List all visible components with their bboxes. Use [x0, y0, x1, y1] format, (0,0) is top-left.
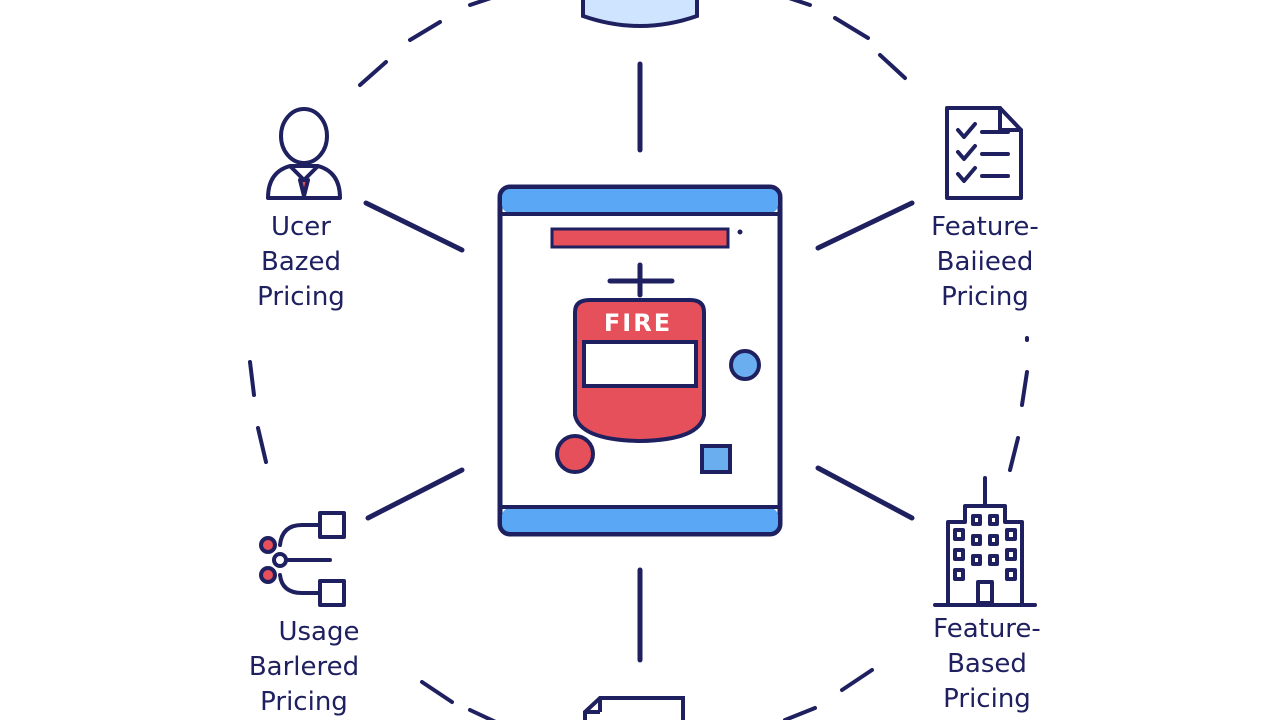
- screen-bottom-bar: [502, 508, 778, 532]
- dashed-ring: [248, 0, 1029, 720]
- screen-top-bar: [502, 189, 778, 213]
- node-label-line: Pricing: [941, 282, 1029, 312]
- node-label-line: Ucer: [270, 212, 331, 242]
- fire-panel-window: [582, 340, 698, 388]
- node-label-line: Feature-: [933, 614, 1041, 644]
- connector-bottom-left: [365, 467, 465, 521]
- checklist-document-icon: [945, 106, 1023, 200]
- red-dot-icon: [555, 434, 595, 474]
- node-label-line: Pricing: [257, 282, 345, 312]
- node-label-bottom-right: Feature- Based Pricing: [877, 612, 1097, 717]
- node-label-line: Feature-: [931, 212, 1039, 242]
- cross-icon: [607, 262, 675, 298]
- node-label-line: Usage: [278, 617, 360, 647]
- connector-top-right: [815, 200, 915, 251]
- connector-bottom-right: [815, 465, 915, 521]
- node-label-line: Barlered: [248, 652, 360, 682]
- office-building-icon: [933, 476, 1037, 607]
- node-label-top-right: Feature- Baiieed Pricing: [875, 210, 1095, 315]
- node-label-top-left: Ucer Bazed Pricing: [191, 210, 411, 315]
- blue-dot-icon: [729, 349, 761, 381]
- user-tie-icon: [266, 107, 342, 200]
- node-label-line: Baiieed: [936, 247, 1034, 277]
- document-icon: [583, 696, 685, 720]
- database-icon: [581, 0, 699, 28]
- node-label-line: Pricing: [260, 687, 348, 717]
- connector-top-left: [363, 200, 465, 253]
- center-screen: [497, 184, 783, 537]
- blue-square-icon: [700, 444, 732, 474]
- node-label-bottom-left: Usage Barlered Pricing: [194, 615, 414, 720]
- screen-title-bar: [550, 227, 730, 249]
- network-branch-icon: [259, 511, 346, 607]
- node-label-line: Based: [947, 649, 1027, 679]
- fire-label: FIRE: [604, 309, 672, 337]
- node-label-line: Bazed: [261, 247, 341, 277]
- connector-lines: [363, 61, 915, 663]
- node-label-line: Pricing: [943, 684, 1031, 714]
